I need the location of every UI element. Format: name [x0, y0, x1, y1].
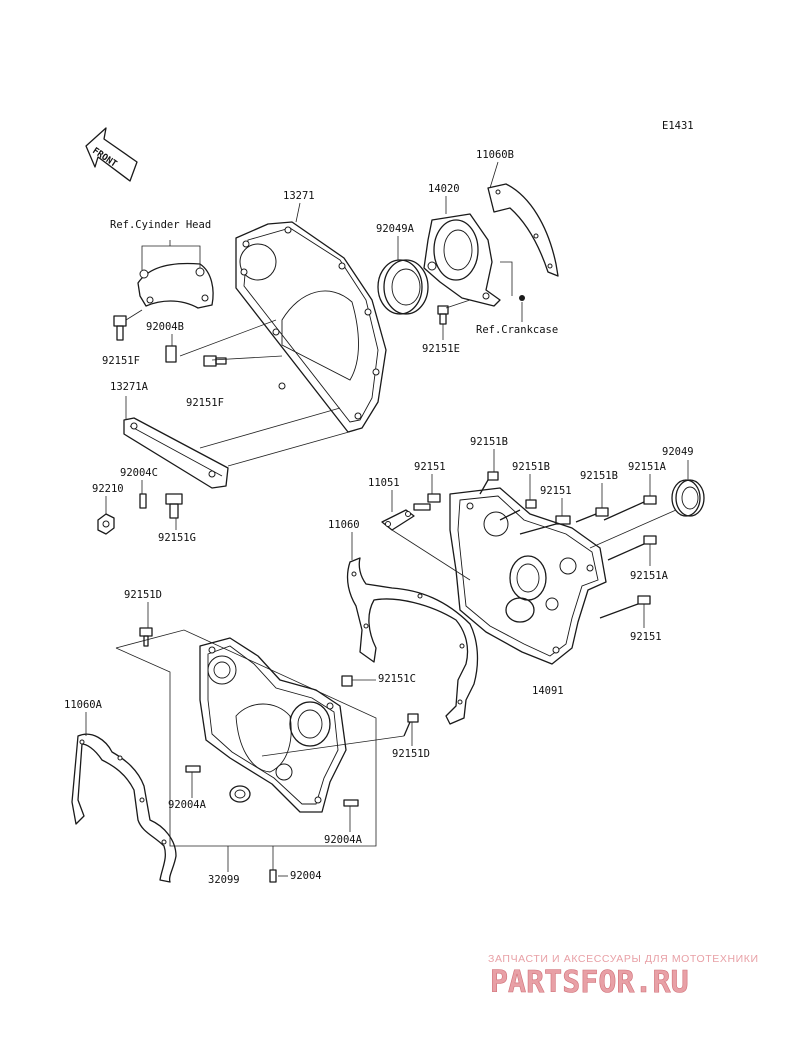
watermark: ЗАПЧАСТИ И АКСЕССУАРЫ ДЛЯ МОТОТЕХНИКИ PA…: [488, 953, 759, 1000]
label-92151-a: 92151: [414, 461, 446, 473]
bolt-92151F-a: [113, 309, 143, 341]
label-92151B-a: 92151B: [470, 436, 508, 448]
label-14091: 14091: [532, 685, 564, 697]
gasket-13271: [235, 221, 387, 433]
timing-cover-14091: [449, 487, 607, 665]
label-92210: 92210: [92, 483, 124, 495]
watermark-tagline: ЗАПЧАСТИ И АКСЕССУАРЫ ДЛЯ МОТОТЕХНИКИ: [488, 953, 759, 965]
bolt-92151A-a: [603, 495, 657, 521]
cylinder-head-ref-part: [137, 240, 214, 309]
bolt-92151F-b: [203, 355, 227, 367]
label-92049: 92049: [662, 446, 694, 458]
label-13271A: 13271A: [110, 381, 149, 393]
label-92151G: 92151G: [158, 532, 196, 544]
bolt-92151-a: [413, 493, 441, 511]
label-11051: 11051: [368, 477, 400, 489]
label-13271: 13271: [283, 190, 315, 202]
label-92151-b: 92151: [540, 485, 572, 497]
label-92151F-b: 92151F: [186, 397, 224, 409]
gasket-11060B: [487, 183, 559, 277]
label-32099: 32099: [208, 874, 240, 886]
label-92151D-b: 92151D: [392, 748, 430, 760]
bolt-92151C: [341, 675, 353, 687]
label-92151A-b: 92151A: [630, 570, 669, 582]
ref-cylinder-head-label: Ref.Cyinder Head: [110, 219, 211, 231]
label-92151-c: 92151: [630, 631, 662, 643]
label-92151A-a: 92151A: [628, 461, 667, 473]
label-14020: 14020: [428, 183, 460, 195]
stud-92004B: [165, 345, 177, 363]
gasket-11060: [346, 557, 479, 725]
label-92151C: 92151C: [378, 673, 416, 685]
ref-crankcase-label: Ref.Crankcase: [476, 324, 558, 336]
label-92151E: 92151E: [422, 343, 460, 355]
bolt-92151B-b: [499, 499, 537, 521]
label-92151D-a: 92151D: [124, 589, 162, 601]
label-11060: 11060: [328, 519, 360, 531]
label-11060B: 11060B: [476, 149, 514, 161]
oil-seal-92049A: [377, 259, 429, 315]
nut-92210: [97, 513, 115, 535]
bolt-92151B-c: [575, 507, 609, 523]
bolt-92151A-b: [607, 535, 657, 561]
bolt-92151B-a: [479, 471, 499, 495]
bolt-92151-b: [519, 515, 571, 535]
label-92004A-a: 92004A: [168, 799, 207, 811]
plate-13271A: [123, 417, 229, 489]
gasket-11060A: [71, 733, 177, 883]
label-92049A: 92049A: [376, 223, 415, 235]
label-92004B: 92004B: [146, 321, 184, 333]
stud-92004A-b: [343, 799, 359, 807]
bolt-92151G: [165, 493, 183, 519]
watermark-brand: PARTSFOR.RU: [490, 965, 689, 1000]
label-92151F-a: 92151F: [102, 355, 140, 367]
oil-seal-92049: [671, 479, 705, 517]
front-cover-32099: [199, 637, 347, 813]
label-11060A: 11060A: [64, 699, 103, 711]
pin-92004: [269, 846, 277, 883]
label-92151B-b: 92151B: [512, 461, 550, 473]
bolt-92151D-b: [261, 713, 419, 757]
label-92004: 92004: [290, 870, 322, 882]
seal-housing-14020: [423, 213, 501, 307]
bolt-92151E: [437, 299, 471, 325]
label-92151B-c: 92151B: [580, 470, 618, 482]
label-92004C: 92004C: [120, 467, 158, 479]
diagram-code: E1431: [662, 120, 694, 132]
label-92004A-b: 92004A: [324, 834, 363, 846]
stud-92004C: [139, 493, 147, 509]
bracket-11051: [381, 509, 471, 581]
stud-92004A-a: [185, 765, 201, 773]
front-arrow-icon: FRONT: [85, 127, 138, 182]
bolt-92151D-a: [139, 627, 153, 647]
seal-small: [229, 785, 251, 803]
bolt-92151-c: [599, 595, 651, 619]
